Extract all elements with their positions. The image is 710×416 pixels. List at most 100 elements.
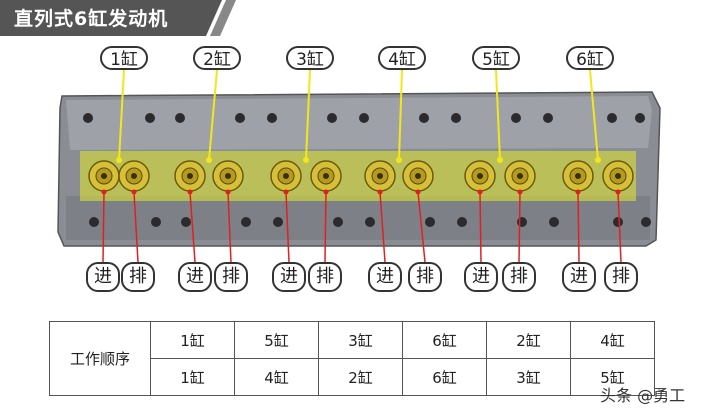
- exhaust-valve: [504, 160, 536, 192]
- exhaust-label-3: 排: [308, 262, 342, 292]
- firing-order-table: 工作顺序 1缸 5缸 3缸 6缸 2缸 4缸 1缸 4缸 2缸 6缸 3缸 5缸: [49, 321, 655, 396]
- exhaust-leader-line: [324, 191, 327, 263]
- cylinder-label-1: 1缸: [100, 46, 148, 70]
- firing-order-cell: 6缸: [402, 321, 487, 359]
- cylinder-head-diagram: [57, 69, 661, 263]
- exhaust-valve: [118, 160, 150, 192]
- valve-leader-dot: [101, 189, 107, 195]
- bolt-hole: [273, 217, 283, 227]
- valve-leader-dot: [131, 189, 137, 195]
- firing-order-cell: 3缸: [318, 321, 403, 359]
- bolt-hole: [419, 113, 429, 123]
- bolt-hole: [359, 113, 369, 123]
- exhaust-label-1: 排: [121, 262, 155, 292]
- cylinder-leader-line: [208, 69, 218, 161]
- bolt-hole: [635, 113, 645, 123]
- exhaust-valve: [402, 160, 434, 192]
- intake-leader-line: [102, 191, 105, 263]
- exhaust-label-2: 排: [214, 262, 248, 292]
- exhaust-valve: [212, 160, 244, 192]
- cylinder-label-5: 5缸: [472, 46, 520, 70]
- cylinder-leader-line: [398, 69, 403, 161]
- bolt-hole: [89, 217, 99, 227]
- valve-leader-dot: [187, 189, 193, 195]
- bolt-hole: [543, 113, 553, 123]
- cylinder-label-3: 3缸: [286, 46, 334, 70]
- intake-valve: [270, 160, 302, 192]
- intake-label-2: 进: [178, 262, 212, 292]
- bolt-hole: [451, 113, 461, 123]
- cylinder-leader-dot: [595, 157, 601, 163]
- bolt-hole: [235, 113, 245, 123]
- cylinder-label-4: 4缸: [378, 46, 426, 70]
- firing-order-cell: 1缸: [150, 358, 235, 396]
- valve-highlight-band: [80, 151, 636, 201]
- valve-leader-dot: [575, 189, 581, 195]
- bolt-hole: [151, 217, 161, 227]
- exhaust-valve: [602, 160, 634, 192]
- bolt-hole: [517, 217, 527, 227]
- bolt-hole: [181, 217, 191, 227]
- firing-order-cell: 2缸: [486, 321, 571, 359]
- cylinder-leader-line: [118, 69, 125, 161]
- bolt-hole: [457, 217, 467, 227]
- valve-leader-dot: [615, 189, 621, 195]
- intake-label-5: 进: [464, 262, 498, 292]
- exhaust-leader-line: [617, 191, 622, 263]
- intake-valve: [174, 160, 206, 192]
- cylinder-label-6: 6缸: [566, 46, 614, 70]
- cylinder-label-2: 2缸: [193, 46, 241, 70]
- bolt-hole: [425, 217, 435, 227]
- exhaust-label-5: 排: [502, 262, 536, 292]
- cylinder-head-block: [57, 91, 661, 247]
- bolt-hole: [607, 113, 617, 123]
- firing-order-cell: 3缸: [486, 358, 571, 396]
- cylinder-leader-dot: [396, 157, 402, 163]
- firing-order-cell: 6缸: [402, 358, 487, 396]
- intake-valve: [562, 160, 594, 192]
- title-banner: 直列式6缸发动机: [0, 0, 236, 36]
- intake-label-1: 进: [86, 262, 120, 292]
- valve-leader-dot: [477, 189, 483, 195]
- page-title: 直列式6缸发动机: [14, 8, 169, 30]
- cylinder-leader-line: [305, 69, 311, 161]
- valve-leader-dot: [377, 189, 383, 195]
- cylinder-leader-line: [495, 69, 501, 161]
- firing-order-cell: 4缸: [570, 321, 655, 359]
- valve-leader-dot: [415, 189, 421, 195]
- intake-valve: [464, 160, 496, 192]
- firing-order-row-2: 1缸 4缸 2缸 6缸 3缸 5缸: [50, 358, 655, 396]
- valve-leader-dot: [517, 189, 523, 195]
- bolt-hole: [83, 113, 93, 123]
- intake-leader-line: [285, 191, 290, 263]
- firing-order-cell: 4缸: [234, 358, 319, 396]
- valve-leader-dot: [225, 189, 231, 195]
- bolt-hole: [549, 217, 559, 227]
- bolt-hole: [145, 113, 155, 123]
- bolt-hole: [613, 217, 623, 227]
- intake-valve: [364, 160, 396, 192]
- intake-label-6: 进: [562, 262, 596, 292]
- intake-leader-line: [379, 191, 386, 263]
- title-banner-shape: [0, 0, 236, 36]
- firing-order-cell: 5缸: [234, 321, 319, 359]
- exhaust-label-4: 排: [408, 262, 442, 292]
- cylinder-leader-dot: [206, 157, 212, 163]
- firing-order-header: 工作顺序: [49, 321, 151, 396]
- intake-leader-line: [577, 191, 580, 263]
- valve-leader-dot: [323, 189, 329, 195]
- intake-label-3: 进: [272, 262, 306, 292]
- exhaust-leader-line: [133, 191, 139, 263]
- cylinder-leader-dot: [116, 157, 122, 163]
- intake-leader-line: [479, 191, 482, 263]
- exhaust-leader-line: [227, 191, 232, 263]
- bolt-hole: [333, 217, 343, 227]
- exhaust-leader-line: [518, 191, 521, 263]
- bolt-hole: [267, 113, 277, 123]
- firing-order-cell: 1缸: [150, 321, 235, 359]
- bolt-hole: [241, 217, 251, 227]
- bolt-hole: [327, 113, 337, 123]
- cylinder-leader-dot: [497, 157, 503, 163]
- watermark: 头条 @勇工: [600, 386, 686, 405]
- bolt-hole: [641, 217, 651, 227]
